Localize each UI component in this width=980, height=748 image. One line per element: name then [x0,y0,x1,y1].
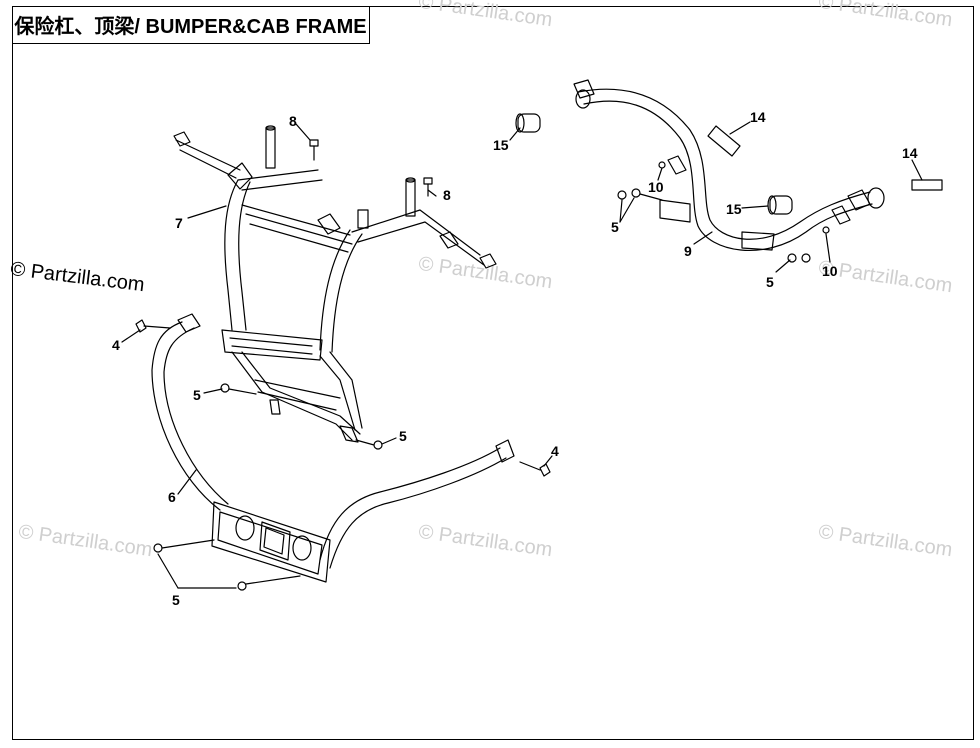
diagram-frame [12,6,974,740]
callout-8: 8 [443,187,451,203]
callout-8: 8 [289,113,297,129]
bushing-drawing [769,195,793,215]
callout-15: 15 [726,201,742,217]
diagram-title: 保险杠、顶梁/ BUMPER&CAB FRAME [12,6,370,44]
callout-5: 5 [766,274,774,290]
washer-drawing [658,161,666,169]
bolt-drawing [309,139,433,197]
callout-5: 5 [611,219,619,235]
callout-5: 5 [193,387,201,403]
front-bumper-drawing [151,313,515,583]
callout-4: 4 [112,337,120,353]
cab-frame-drawing [173,125,497,443]
callout-15: 15 [493,137,509,153]
callout-5: 5 [399,428,407,444]
callout-10: 10 [648,179,664,195]
pad-drawing [911,179,943,191]
pad-drawing [707,125,741,157]
callout-4: 4 [551,443,559,459]
callout-9: 9 [684,243,692,259]
bushing-drawing [517,113,541,133]
callout-5: 5 [172,592,180,608]
nut-drawing [153,188,811,591]
callout-10: 10 [822,263,838,279]
leader-lines [121,121,923,589]
roof-bar-drawing [573,79,885,252]
callout-14: 14 [750,109,766,125]
callout-14: 14 [902,145,918,161]
washer-drawing [822,226,830,234]
bolt-drawing [135,319,551,477]
callout-6: 6 [168,489,176,505]
callout-7: 7 [175,215,183,231]
